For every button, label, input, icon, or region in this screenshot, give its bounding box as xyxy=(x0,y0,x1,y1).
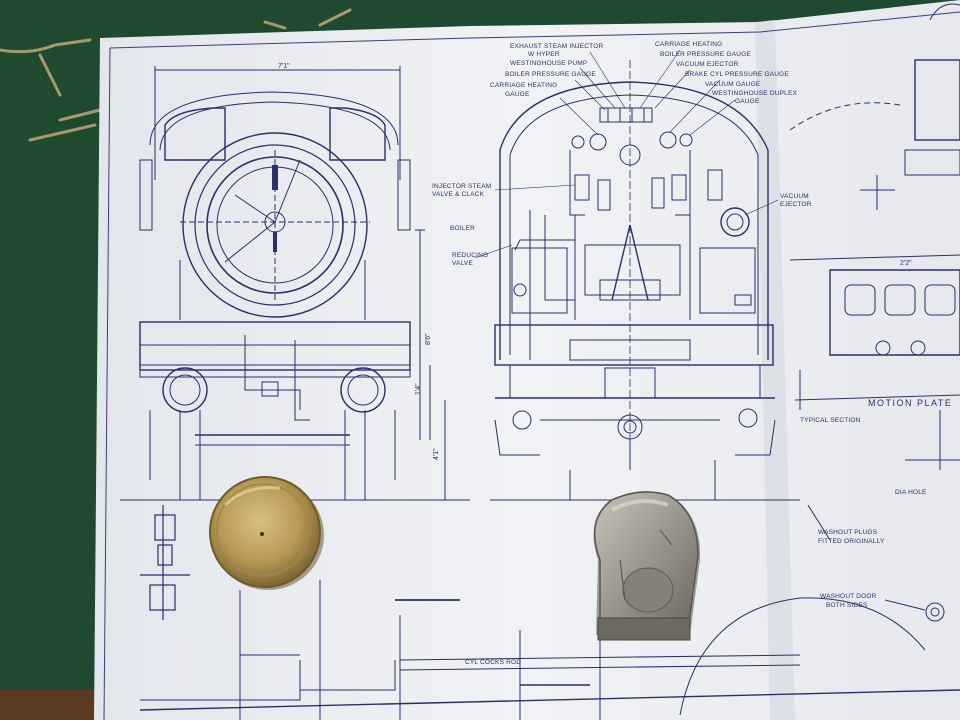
label-carriage-heating-left: CARRIAGE HEATING xyxy=(490,82,557,89)
label-vacuum-side-2: EJECTOR xyxy=(780,201,812,208)
paper-fold xyxy=(755,20,795,720)
backhead-labels: EXHAUST STEAM INJECTOR W HYPER WESTINGHO… xyxy=(432,41,812,267)
label-vacuum-gauge: VACUUM GAUGE xyxy=(705,81,761,88)
label-reducing-valve: REDUCING xyxy=(452,252,488,259)
leader-lines xyxy=(474,49,779,259)
motion-plate-label: MOTION PLATE xyxy=(868,398,952,408)
label-injector-steam: INJECTOR STEAM xyxy=(432,183,491,190)
dim-low-label: 4'1" xyxy=(433,448,440,460)
label-gauge-left: GAUGE xyxy=(505,91,530,98)
boiler-label: BOILER xyxy=(450,225,475,232)
dim-height-label: 8'6" xyxy=(425,333,432,345)
label-boiler-pressure-right: BOILER PRESSURE GAUGE xyxy=(660,51,751,58)
dim-width-label: 7'1" xyxy=(278,63,290,70)
front-elevation-drawing xyxy=(120,66,470,501)
pewter-cab-casting xyxy=(593,491,701,641)
dim-buffer-label: 1'4" xyxy=(415,383,422,395)
label-brake-cyl: BRAKE CYL PRESSURE GAUGE xyxy=(685,71,789,78)
typical-section-label: TYPICAL SECTION xyxy=(800,417,861,424)
label-gauge-right: GAUGE xyxy=(735,98,760,105)
brass-smokebox-door-casting xyxy=(209,476,324,590)
label-vacuum-ejector: VACUUM EJECTOR xyxy=(676,61,739,68)
label-exhaust-injector-sub: W HYPER xyxy=(528,51,560,58)
dim-motion-label: 2'2" xyxy=(900,260,912,267)
label-carriage-heating-right: CARRIAGE HEATING xyxy=(655,41,722,48)
label-westinghouse-pump: WESTINGHOUSE PUMP xyxy=(510,60,587,67)
coupling-detail-drawing xyxy=(140,505,190,620)
label-westinghouse-duplex: WESTINGHOUSE DUPLEX xyxy=(712,90,798,97)
washout-door-label-2: BOTH SIDES xyxy=(826,602,868,609)
table-wood-edge xyxy=(0,690,100,720)
washout-plugs-label: WASHOUT PLUGS xyxy=(818,529,878,536)
label-injector-steam-2: VALVE & CLACK xyxy=(432,191,485,198)
label-boiler-pressure-left: BOILER PRESSURE GAUGE xyxy=(505,71,596,78)
motion-plate-drawing xyxy=(789,3,960,622)
backhead-drawing xyxy=(490,60,800,501)
twig-debris xyxy=(0,8,352,142)
washout-plugs-label-2: FITTED ORIGINALLY xyxy=(818,538,885,545)
side-frame-drawing xyxy=(139,580,960,720)
label-reducing-valve-2: VALVE xyxy=(452,260,473,267)
dia-hole-label: DIA HOLE xyxy=(895,489,927,496)
cyl-cocks-label: CYL COCKS ROD xyxy=(465,659,521,666)
label-exhaust-injector: EXHAUST STEAM INJECTOR xyxy=(510,43,603,50)
washout-door-label: WASHOUT DOOR xyxy=(820,593,877,600)
label-vacuum-side: VACUUM xyxy=(780,193,809,200)
